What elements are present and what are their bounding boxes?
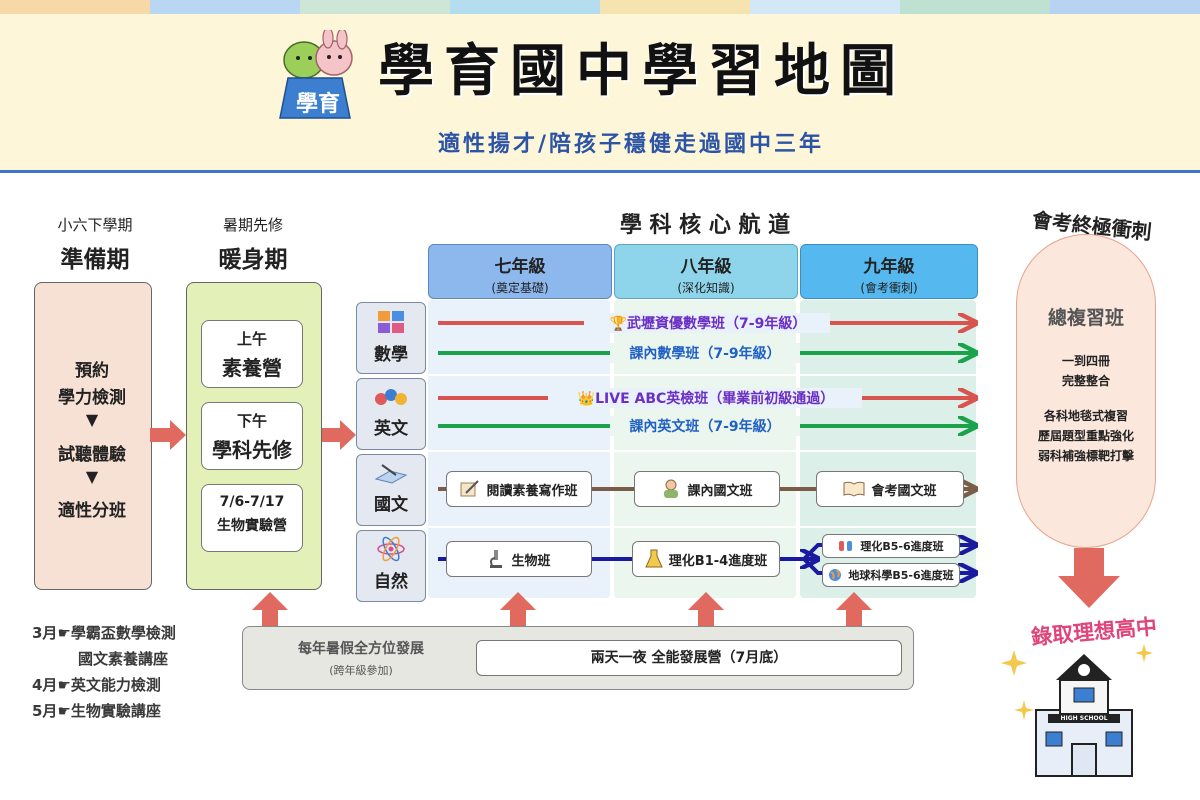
course-reading-writing: 閱讀素養寫作班 <box>446 471 592 507</box>
flask-icon <box>645 549 663 568</box>
math-icon <box>378 311 404 333</box>
prep-step: 適性分班 <box>58 501 126 521</box>
course-label: 閱讀素養寫作班 <box>486 483 578 499</box>
subject-label: 數學 <box>374 345 408 365</box>
subject-label: 英文 <box>374 419 408 439</box>
summer-subtitle: (跨年級參加) <box>329 664 393 677</box>
course-exam-chinese: 會考國文班 <box>816 471 964 507</box>
review-line: 各科地毯式複習 <box>1043 409 1128 423</box>
school-building-icon <box>1001 644 1153 777</box>
course-biology: 生物班 <box>446 541 592 577</box>
stage-arrow <box>150 420 186 450</box>
prep-box <box>34 282 152 590</box>
morning-camp-box: 上午 素養營 <box>201 320 303 388</box>
course-label: 會考國文班 <box>871 483 937 499</box>
down-arrow <box>1058 548 1120 608</box>
review-line: 一到四冊 <box>1061 354 1110 368</box>
course-label: 地球科學B5-6進度班 <box>848 569 954 582</box>
prep-step-arrow: ▼ <box>85 410 99 429</box>
prep-step: 預約 <box>75 361 109 381</box>
review-line: 弱科補強標靶打擊 <box>1037 449 1134 463</box>
teacher-icon <box>664 479 679 498</box>
grade-sub: (奠定基礎) <box>491 281 549 295</box>
math-regular-class: 課內數學班（7-9年級） <box>610 343 800 363</box>
logo-text: 學育 <box>295 92 340 117</box>
summer-title: 每年暑假全方位發展 <box>298 641 424 657</box>
event-item: 3月☛國文素養講座學霸盃數學檢測 <box>32 624 176 642</box>
subject-english: 英文 <box>356 378 426 450</box>
school-sign: HIGH SCHOOL <box>1060 715 1108 722</box>
math-gifted-class: 🏆武壢資優數學班（7-9年級） <box>586 313 830 333</box>
subject-label: 自然 <box>374 572 408 592</box>
page-title: 學育國中學習地圖 <box>378 39 906 104</box>
review-class-title: 總複習班 <box>1047 307 1124 329</box>
event-item: 5月☛生物實驗講座 <box>32 702 161 720</box>
course-physics-chem-b1-4: 理化B1-4進度班 <box>632 541 780 577</box>
bio-camp-dates: 7/6-7/17 <box>219 494 285 510</box>
prep-step: 試聽體驗 <box>58 445 126 465</box>
subject-science: 自然 <box>356 530 426 602</box>
prep-title: 準備期 <box>60 247 130 273</box>
atom-icon <box>377 536 405 562</box>
top-color-stripe <box>0 0 1200 14</box>
subject-chinese: 國文 <box>356 454 426 526</box>
course-label: 理化B5-6進度班 <box>860 540 944 553</box>
event-item: 4月☛英文能力檢測 <box>32 676 161 694</box>
review-line: 完整整合 <box>1061 374 1110 388</box>
course-physics-chem-b5-6: 理化B5-6進度班 <box>822 534 960 558</box>
morning-label: 上午 <box>236 330 267 348</box>
grade-name: 九年級 <box>863 257 915 277</box>
summer-camp-box: 兩天一夜 全能發展營（7月底） <box>476 640 902 676</box>
abc-icon <box>375 389 407 405</box>
row-divider <box>356 450 976 452</box>
open-book-icon <box>843 481 865 497</box>
globe-icon <box>829 569 842 581</box>
header-banner <box>0 14 1200 170</box>
warmup-top-label: 暑期先修 <box>222 216 283 234</box>
lab-icon <box>839 541 853 551</box>
grade-header-7: 七年級 (奠定基礎) <box>428 244 612 299</box>
grade-sub: (深化知識) <box>677 281 735 295</box>
writing-icon <box>460 480 480 497</box>
grade-name: 八年級 <box>680 257 732 277</box>
prep-step-arrow: ▼ <box>85 467 99 486</box>
morning-title: 素養營 <box>222 356 282 380</box>
subject-label: 國文 <box>374 495 408 515</box>
core-title: 學 科 核 心 航 道 <box>619 213 791 238</box>
grade-header-9: 九年級 (會考衝刺) <box>800 244 978 299</box>
grade-header-8: 八年級 (深化知識) <box>614 244 798 299</box>
bio-camp-name: 生物實驗營 <box>217 518 287 534</box>
course-regular-chinese: 課內國文班 <box>634 471 780 507</box>
event-item: 國文素養講座 <box>78 650 169 668</box>
review-line: 歷屆題型重點強化 <box>1037 429 1134 443</box>
english-regular-class: 課內英文班（7-9年級） <box>610 416 800 436</box>
english-live-abc-class: 👑LIVE ABC英檢班（畢業前初級通過） <box>550 388 862 408</box>
course-earth-science-b5-6: 地球科學B5-6進度班 <box>822 563 960 587</box>
course-label: 生物班 <box>511 553 551 569</box>
row-divider <box>356 526 976 528</box>
grade-sub: (會考衝刺) <box>860 281 918 295</box>
microscope-icon <box>490 550 503 568</box>
book-pen-icon <box>374 464 408 484</box>
review-class-box: 總複習班 一到四冊 完整整合 各科地毯式複習 歷屆題型重點強化 弱科補強標靶打擊 <box>1016 234 1156 548</box>
row-divider <box>356 374 976 376</box>
events-list: 3月☛國文素養講座學霸盃數學檢測 國文素養講座 4月☛英文能力檢測 5月☛生物實… <box>32 620 232 724</box>
grade-name: 七年級 <box>494 257 546 277</box>
warmup-title: 暖身期 <box>218 247 288 273</box>
prep-top-label: 小六下學期 <box>57 216 133 234</box>
afternoon-label: 下午 <box>236 412 267 430</box>
afternoon-title: 學科先修 <box>212 438 292 462</box>
page-subtitle: 適性揚才/陪孩子穩健走過國中三年 <box>438 132 825 157</box>
afternoon-course-box: 下午 學科先修 <box>201 402 303 470</box>
course-label: 理化B1-4進度班 <box>668 553 768 569</box>
bio-camp-box: 7/6-7/17 生物實驗營 <box>201 484 303 552</box>
subject-math: 數學 <box>356 302 426 374</box>
prep-step: 學力檢測 <box>58 388 126 408</box>
stage-arrow <box>320 420 356 450</box>
logo: 學育 <box>276 27 358 120</box>
course-label: 課內國文班 <box>687 483 753 499</box>
header-divider <box>0 170 1200 173</box>
